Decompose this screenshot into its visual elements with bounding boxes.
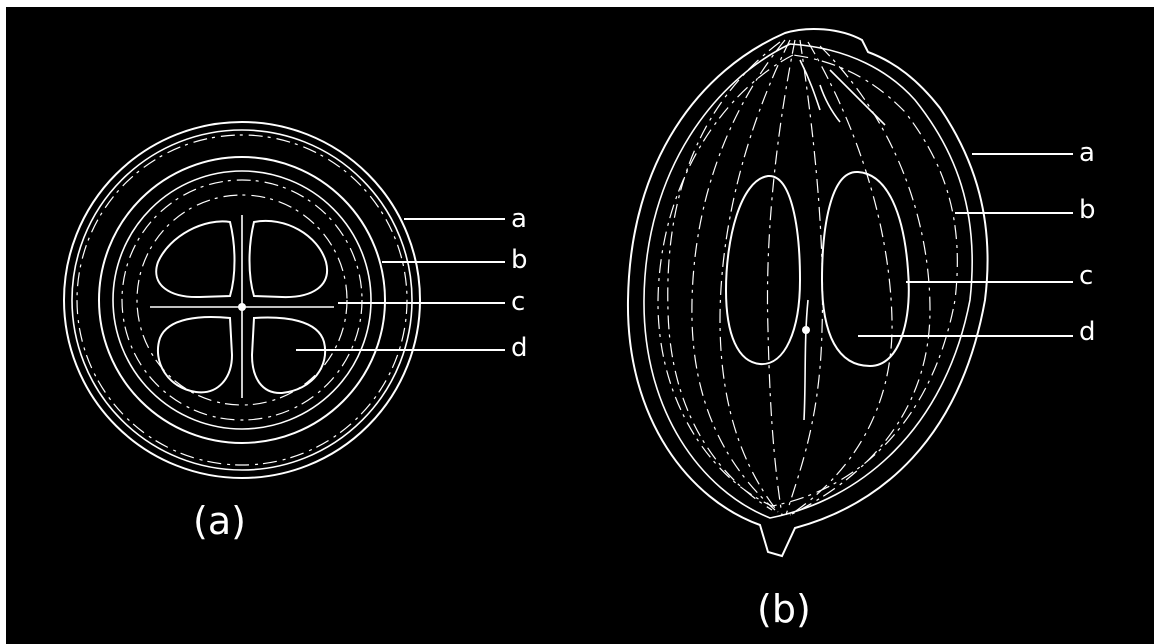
figure-b-apex-ridge-1 [800,60,820,110]
figure-b-apex-ridge-2 [830,70,885,125]
figure-b-outer-wall [628,29,988,556]
figure-a-locule-bottom-right [252,318,325,393]
figure-a-locule-bottom-left [158,317,232,392]
figure-a-caption: (a) [193,499,246,543]
figure-b-label-c: c [1079,261,1093,291]
figure-b-caption: (b) [757,587,811,631]
figure-a-locule-top-left [156,221,234,297]
figure-b-fiber-3 [767,40,795,515]
figure-b-label-d: d [1079,317,1096,347]
figure-b-outer-wall-texture [658,55,957,506]
figure-a-label-b: b [511,245,528,275]
figure-b-fiber-4 [786,40,823,515]
figure-b-central-column [804,300,808,420]
figure-b-longitudinal-section: a b c d (b) [628,29,1096,631]
figure-a-label-c: c [511,287,525,317]
figure-a-central-axis [238,303,246,311]
figure-b-apex-ridge-3 [820,85,840,122]
figure-b-label-a: a [1079,138,1095,168]
figure-b-seed-left [726,176,800,364]
figure-b-fiber-2 [720,40,790,512]
figure-b-central-node [802,326,810,334]
figure-a-label-d: d [511,333,528,363]
figure-a-cross-section: a b c d (a) [64,122,528,543]
figure-b-fiber-5 [790,42,892,515]
figure-a-label-a: a [511,204,527,234]
figure-a-locule-top-right [250,221,328,297]
figure-b-label-b: b [1079,195,1096,225]
